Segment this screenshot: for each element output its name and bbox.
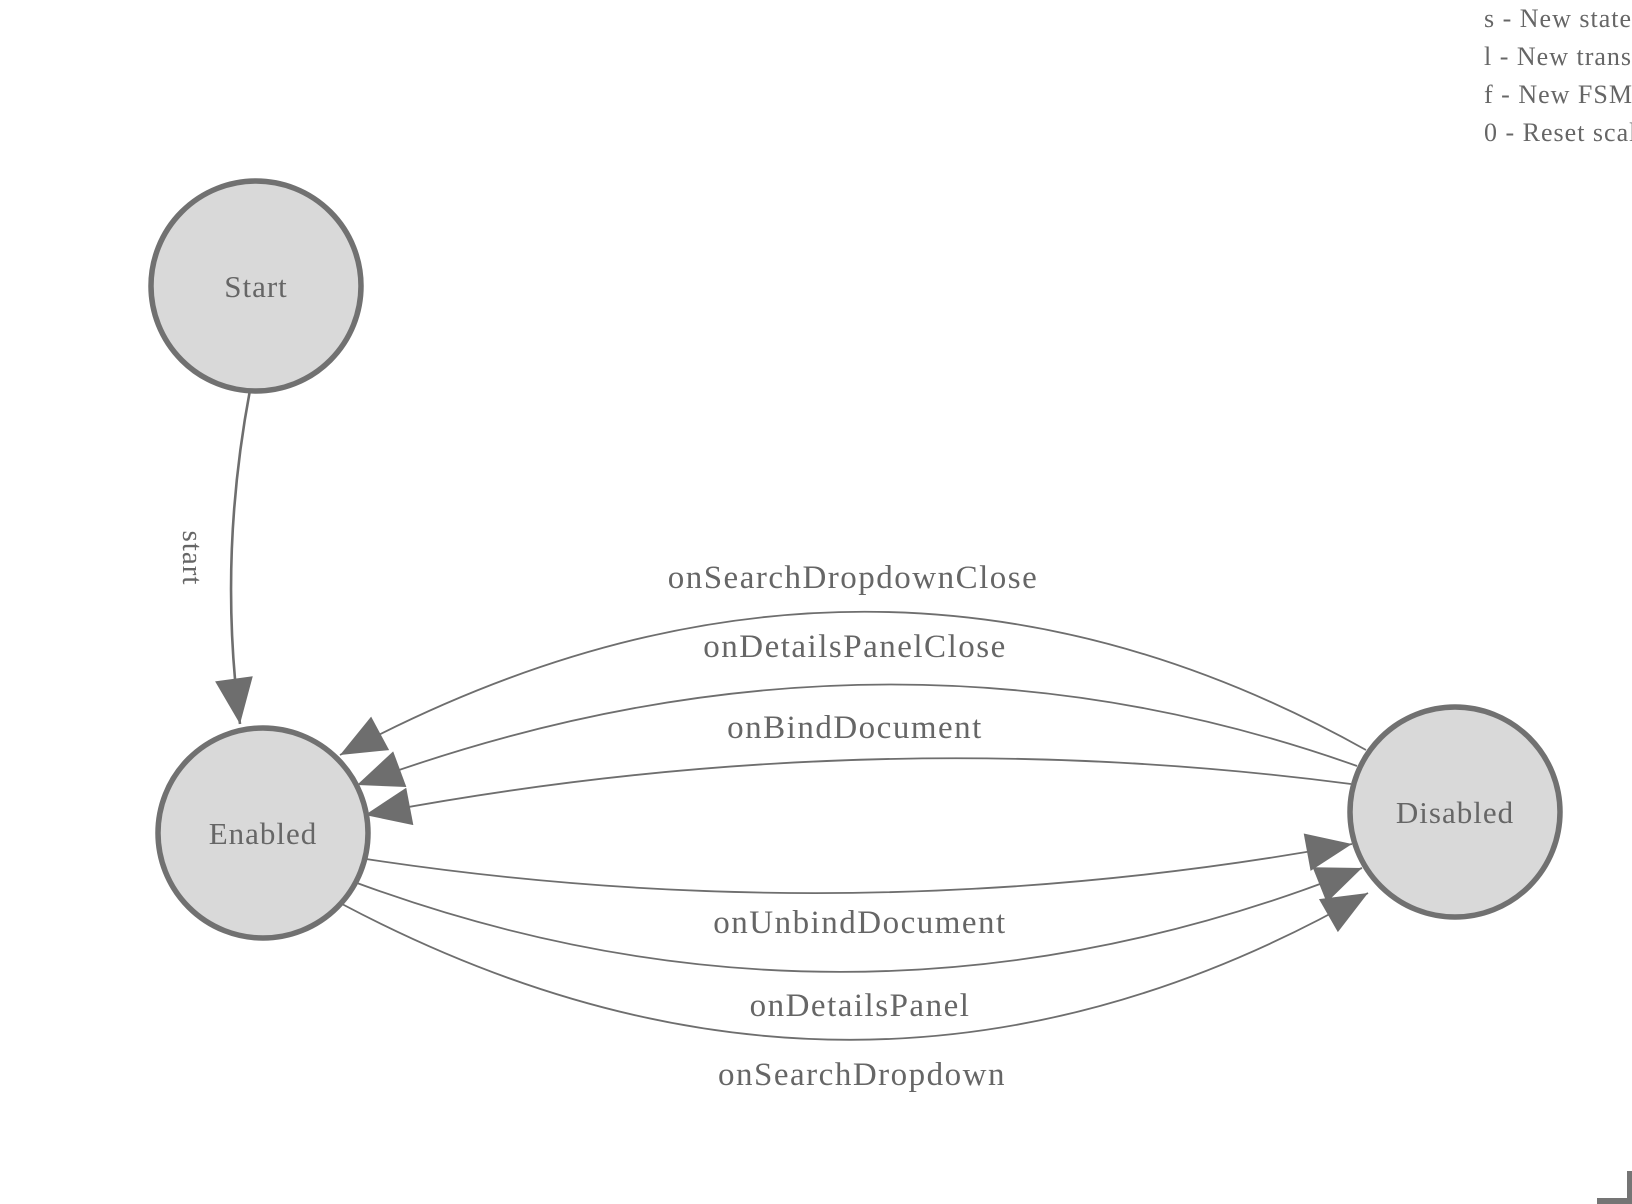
- legend-item-reset-scale: 0 - Reset scale: [1484, 118, 1632, 147]
- state-label-enabled: Enabled: [209, 816, 318, 851]
- state-circle-disabled[interactable]: [1347, 704, 1563, 920]
- state-circle-start[interactable]: [148, 178, 364, 394]
- legend-item-new-fsm: f - New FSM: [1484, 80, 1632, 109]
- edge-onUnbindDocument[interactable]: [365, 833, 1353, 894]
- state-label-disabled: Disabled: [1396, 795, 1514, 830]
- edge-onBindDocument[interactable]: [364, 757, 1352, 826]
- state-circle-enabled[interactable]: [155, 725, 371, 941]
- canvas-corner-vertical: [1627, 1171, 1632, 1204]
- edge-label-onDetailsPanelClose: onDetailsPanelClose: [703, 629, 1006, 665]
- edge-onSearchDropdownClose[interactable]: [339, 610, 1367, 756]
- edge-label-onDetailsPanel: onDetailsPanel: [750, 988, 971, 1024]
- legend-item-new-state: s - New state: [1484, 4, 1632, 33]
- edge-label-start: start: [176, 531, 208, 586]
- state-node-start[interactable]: Start: [148, 178, 364, 394]
- edge-label-onBindDocument: onBindDocument: [727, 710, 983, 746]
- legend-item-new-transition: l - New transition: [1484, 42, 1632, 71]
- edge-onSearchDropdown[interactable]: [341, 892, 1369, 1041]
- canvas-corner-horizontal: [1597, 1198, 1632, 1204]
- hotkey-legend: s - New state l - New transition f - New…: [1484, 4, 1632, 147]
- edge-label-onUnbindDocument: onUnbindDocument: [713, 905, 1006, 941]
- state-node-enabled[interactable]: Enabled: [155, 725, 371, 941]
- state-node-disabled[interactable]: Disabled: [1347, 704, 1563, 920]
- state-label-start: Start: [224, 269, 288, 304]
- edge-start[interactable]: [215, 389, 253, 725]
- edge-label-onSearchDropdown: onSearchDropdown: [718, 1057, 1006, 1093]
- edge-label-onSearchDropdownClose: onSearchDropdownClose: [668, 560, 1039, 596]
- edge-onDetailsPanel[interactable]: [356, 867, 1363, 973]
- canvas-corner: [1597, 1171, 1632, 1204]
- edge-onDetailsPanelClose[interactable]: [356, 683, 1358, 788]
